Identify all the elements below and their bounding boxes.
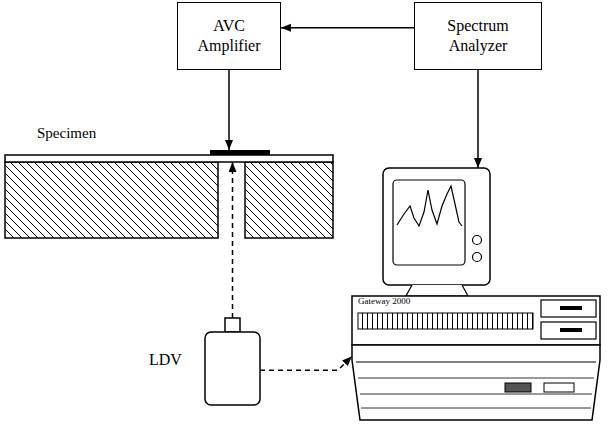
computer-node: Gateway 2000	[350, 168, 602, 422]
computer-symbol	[352, 168, 600, 420]
ldv-lens	[225, 318, 240, 332]
support-block	[5, 162, 218, 238]
part-label: LDV	[149, 350, 182, 370]
ldv-body	[205, 332, 260, 405]
box-label: AVC Amplifier	[178, 16, 280, 56]
analyzer-box: Spectrum Analyzer	[414, 2, 542, 70]
support-block	[245, 162, 333, 238]
signal-arrow	[228, 70, 230, 150]
specimen-plate-node: Specimen	[5, 155, 333, 162]
laser-signal-line	[232, 162, 234, 318]
signal-arrow	[477, 70, 479, 168]
specimen-plate	[5, 155, 333, 162]
part-label: Specimen	[37, 124, 96, 143]
part-label: Gateway 2000	[358, 296, 410, 307]
actuator-patch	[210, 150, 270, 155]
box-label: Spectrum Analyzer	[415, 16, 541, 56]
amplifier-box: AVC Amplifier	[177, 2, 281, 70]
laser-signal-line	[260, 356, 352, 370]
ldv-node: LDV	[205, 318, 260, 405]
signal-arrow	[281, 27, 414, 29]
